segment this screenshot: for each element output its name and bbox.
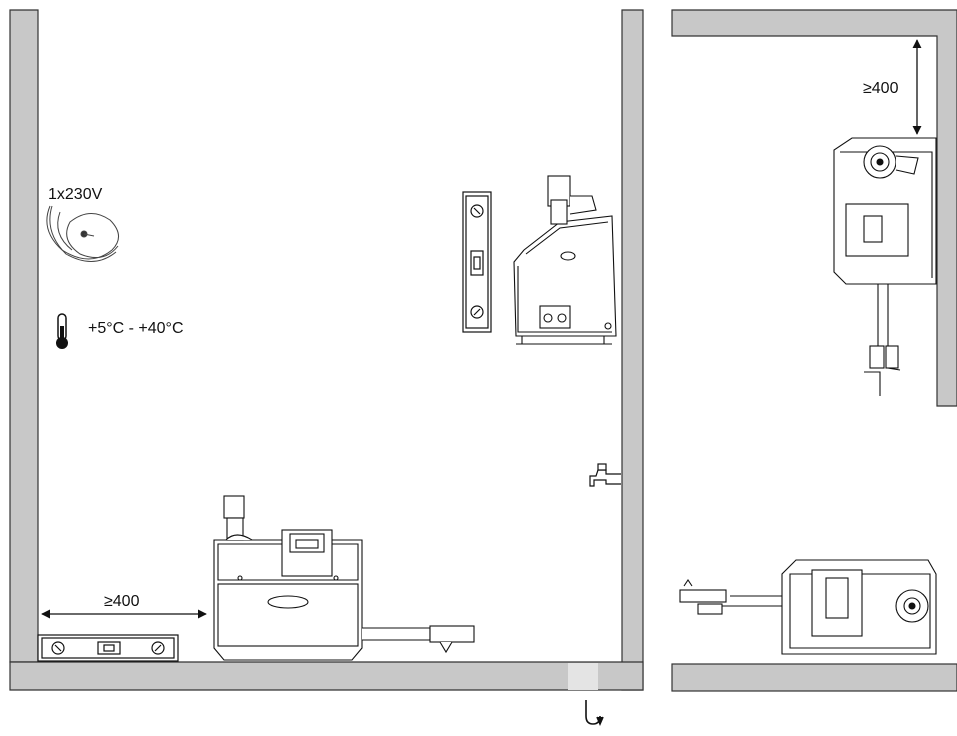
right-top-ceiling: [671, 9, 957, 407]
spirit-level-icon: [37, 634, 179, 662]
right-top-walls: [671, 9, 957, 407]
unit-side-view: [513, 175, 617, 345]
left-room-left-wall: [9, 9, 39, 663]
drain-icon: [585, 700, 604, 727]
wall-clearance-label: ≥400: [863, 80, 899, 97]
thermometer-icon: [56, 313, 68, 349]
floor-clearance-label: ≥400: [104, 593, 140, 610]
right-bottom-floor: [671, 663, 957, 692]
water-tap-icon: [589, 463, 621, 487]
floor-drain-opening: [568, 663, 598, 690]
spirit-level-vertical: [462, 191, 492, 333]
unit-wall-mount-view: [833, 137, 937, 396]
left-room-walls: [9, 9, 644, 691]
unit-front-view: [213, 495, 475, 661]
left-room-right-wall: [621, 9, 644, 691]
power-supply-label: 1x230V: [48, 186, 103, 203]
unit-top-view: [679, 559, 937, 655]
left-room-floor: [9, 661, 644, 691]
temperature-range-label: +5°C - +40°C: [88, 320, 184, 337]
power-cable-icon: [46, 205, 119, 262]
